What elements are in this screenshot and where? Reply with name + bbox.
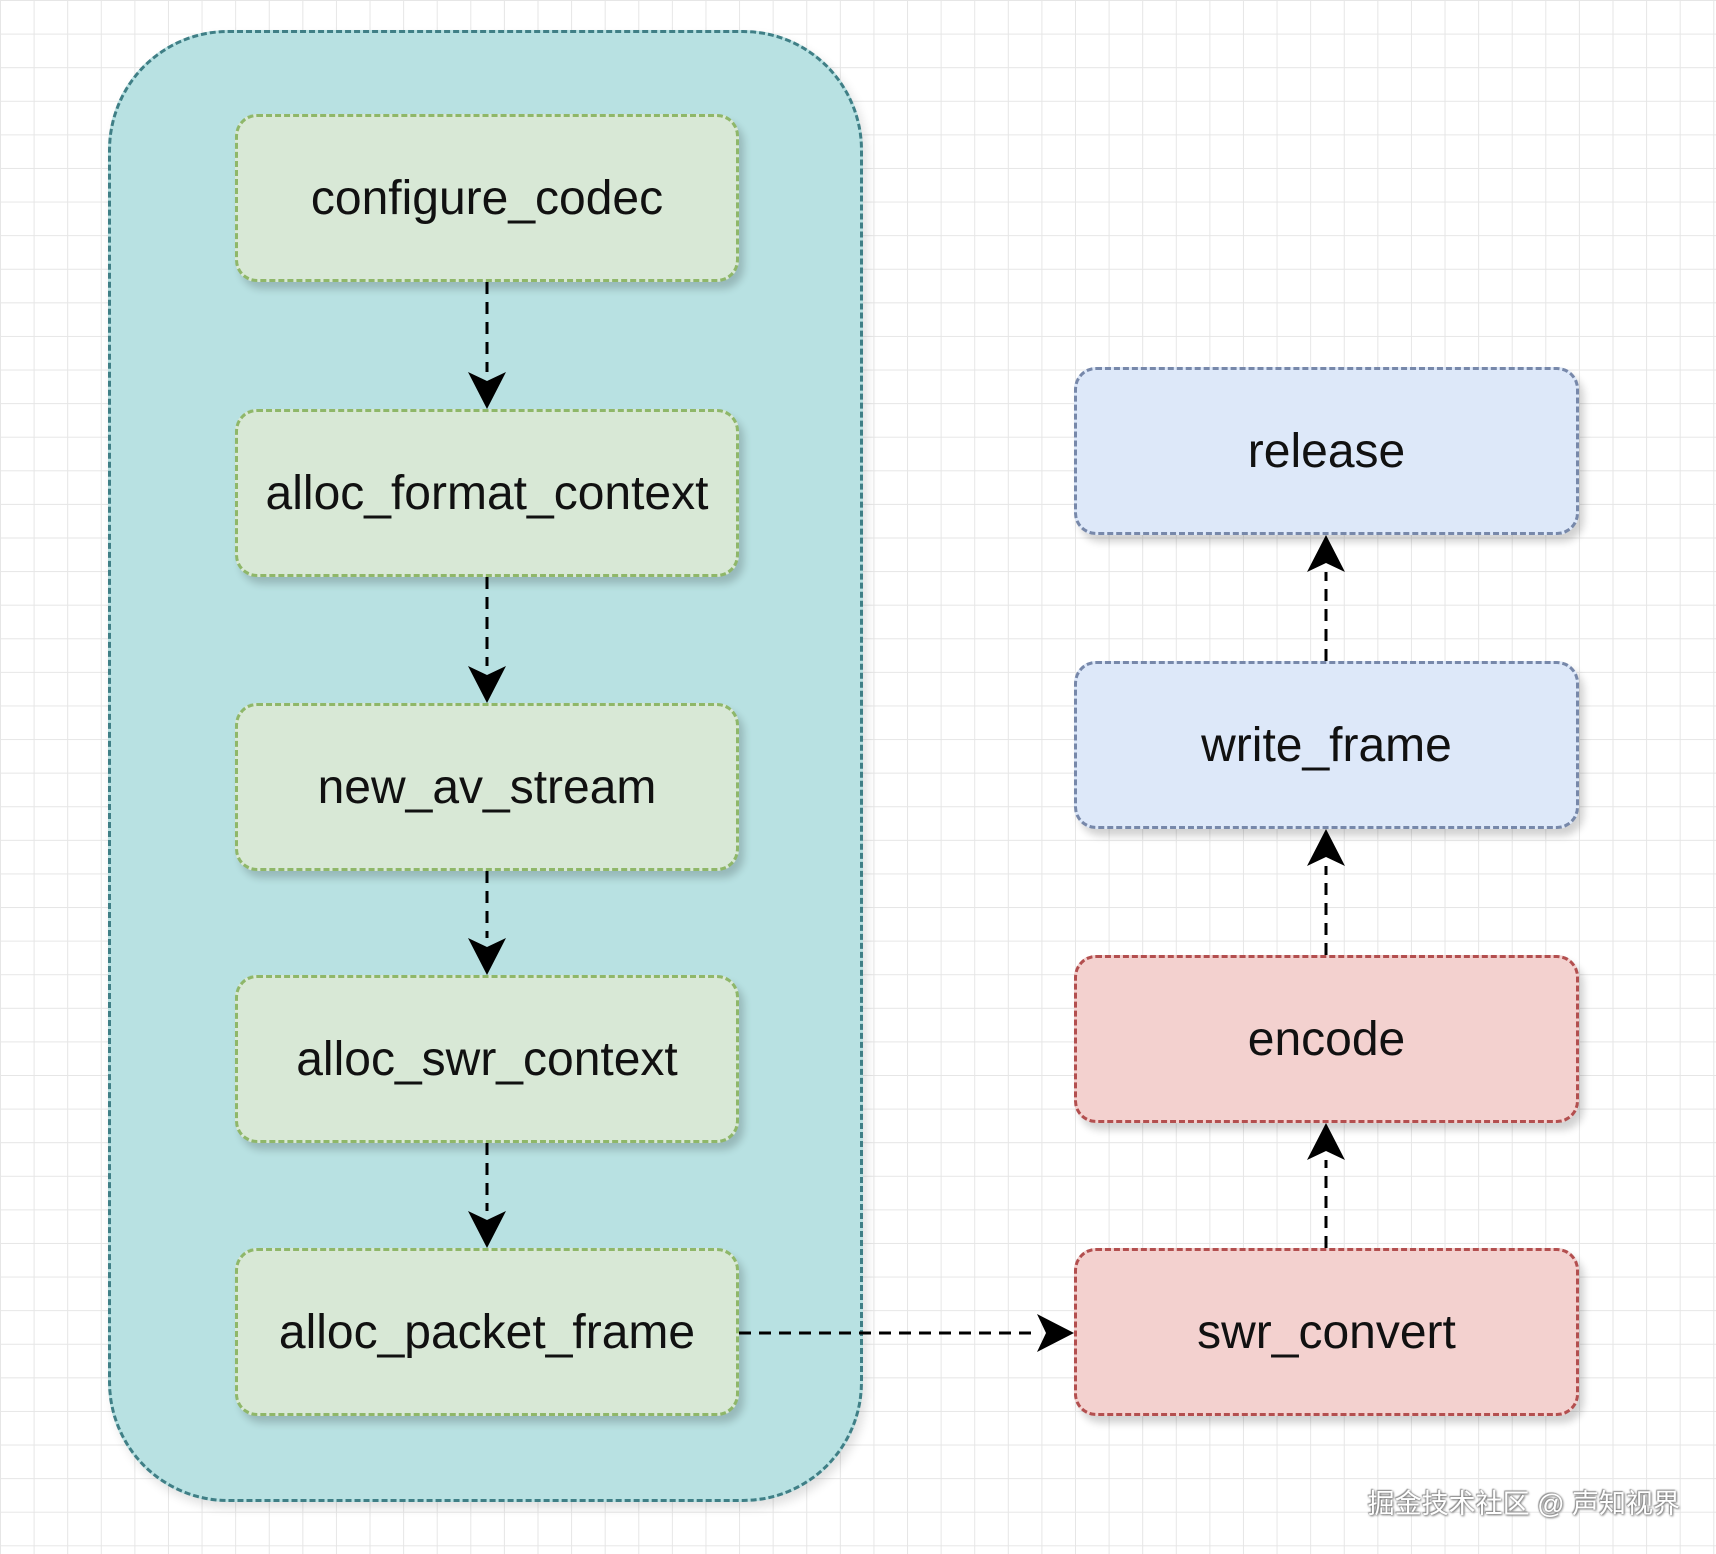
node-swr-convert[interactable]: swr_convert — [1074, 1248, 1579, 1416]
edge-swr-convert-to-encode — [1307, 1123, 1345, 1248]
node-label: release — [1247, 424, 1406, 478]
node-write-frame[interactable]: write_frame — [1074, 661, 1579, 829]
node-alloc-format-context[interactable]: alloc_format_context — [235, 409, 739, 577]
node-label: new_av_stream — [317, 760, 657, 814]
node-alloc-packet-frame[interactable]: alloc_packet_frame — [235, 1248, 739, 1416]
node-label: configure_codec — [310, 171, 664, 225]
node-label: alloc_swr_context — [296, 1032, 678, 1086]
node-release[interactable]: release — [1074, 367, 1579, 535]
watermark-text: 掘金技术社区 @ 声知视界 — [1367, 1489, 1680, 1519]
node-label: swr_convert — [1197, 1305, 1456, 1359]
arrowhead — [1307, 535, 1345, 572]
node-encode[interactable]: encode — [1074, 955, 1579, 1123]
node-label: write_frame — [1201, 718, 1452, 772]
arrowhead — [1307, 829, 1345, 866]
node-label: alloc_packet_frame — [278, 1305, 696, 1359]
node-label: encode — [1247, 1012, 1406, 1066]
node-label: alloc_format_context — [265, 466, 709, 520]
edge-write-frame-to-release — [1307, 535, 1345, 661]
node-alloc-swr-context[interactable]: alloc_swr_context — [235, 975, 739, 1143]
arrowhead — [1307, 1123, 1345, 1160]
arrowhead — [1037, 1314, 1074, 1352]
node-configure-codec[interactable]: configure_codec — [235, 114, 739, 282]
node-new-av-stream[interactable]: new_av_stream — [235, 703, 739, 871]
edge-encode-to-write-frame — [1307, 829, 1345, 955]
